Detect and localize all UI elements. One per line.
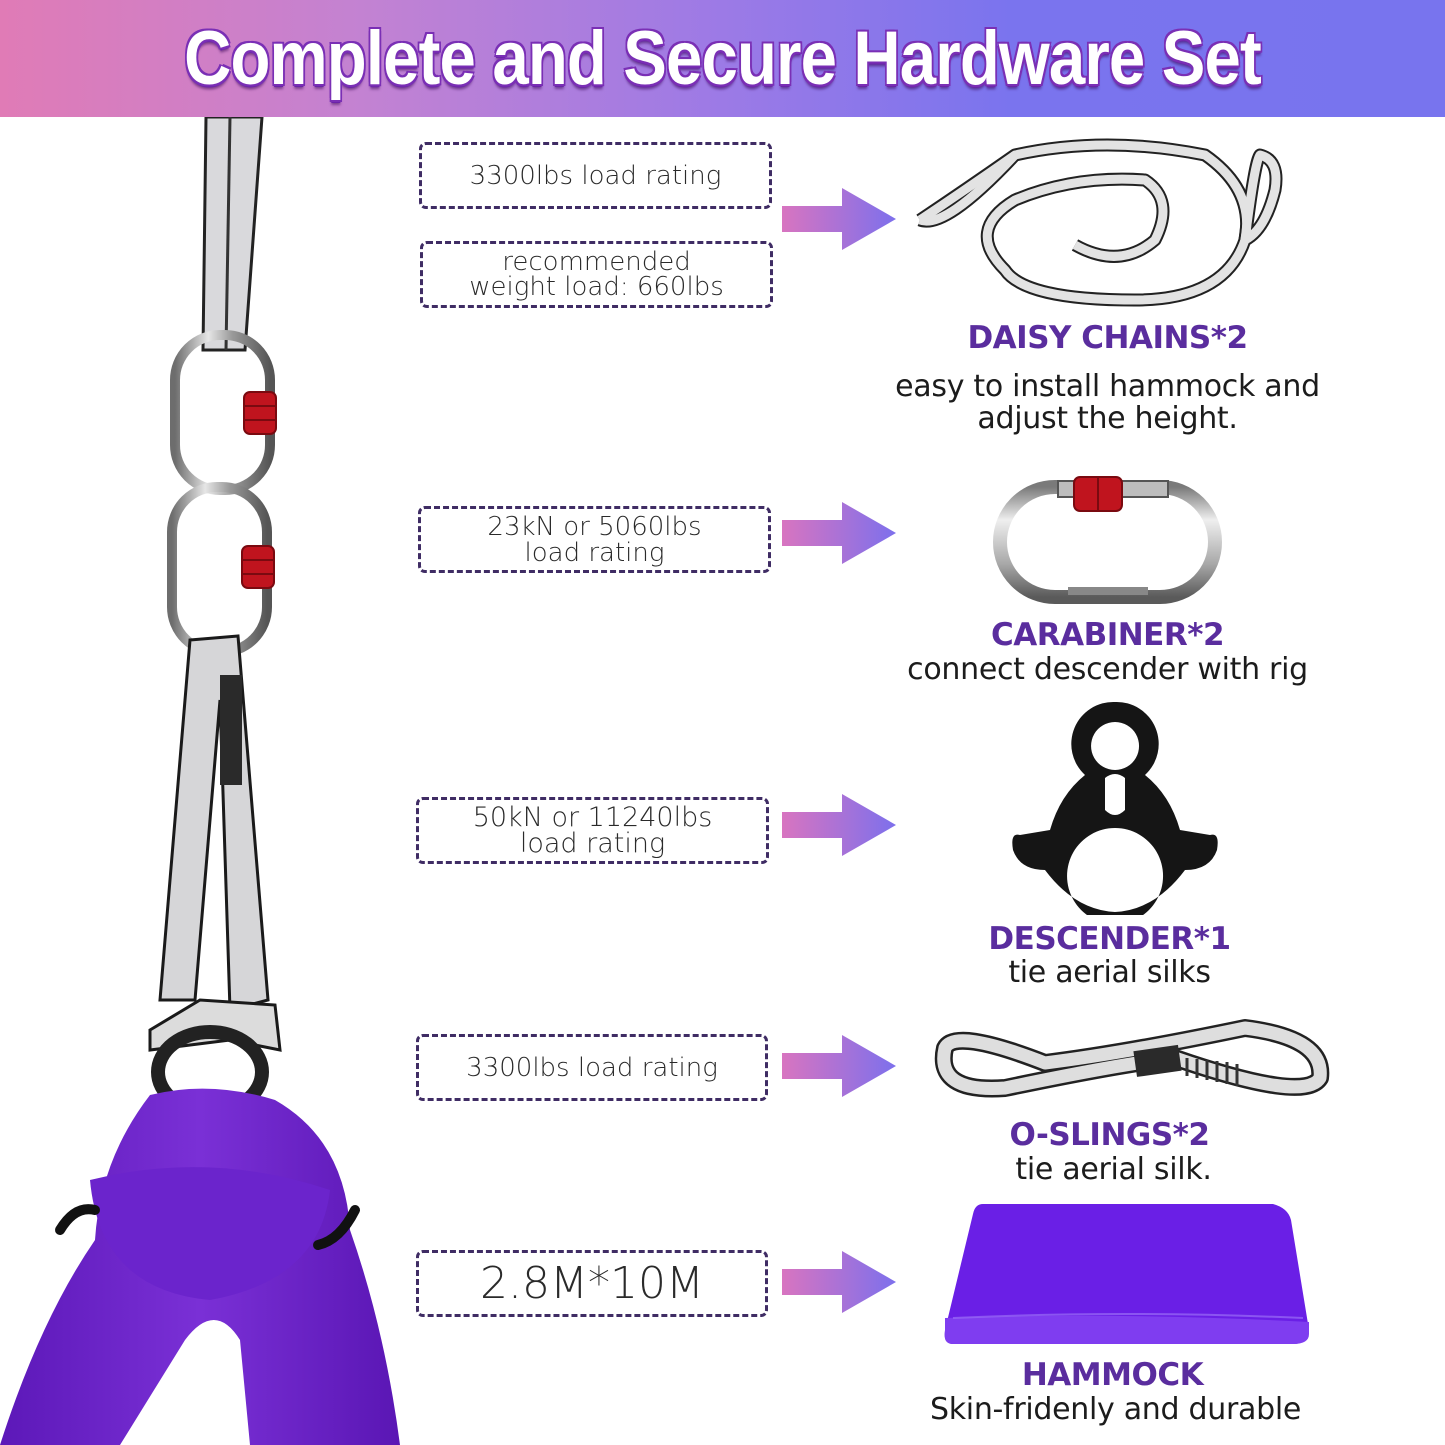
item-desc-descender: tie aerial silks (1008, 955, 1211, 990)
arrow-right-icon (782, 502, 896, 564)
item-title-daisy-chains: DAISY CHAINS*2 (967, 320, 1248, 356)
spec-text: load rating (524, 537, 665, 568)
spec-text: recommended (502, 246, 691, 277)
item-desc-o-slings: tie aerial silk. (1015, 1152, 1212, 1187)
spec-box-hammock-size: 2.8M*10M (416, 1250, 768, 1317)
item-desc-hammock: Skin-fridenly and durable (929, 1392, 1302, 1427)
daisy-chain-icon (916, 138, 1283, 307)
header-banner: Complete and Secure Hardware Set (0, 0, 1445, 117)
item-title-o-slings: O-SLINGS*2 (1009, 1117, 1210, 1153)
arrow-right-icon (782, 794, 896, 856)
carabiner-icon (993, 476, 1222, 604)
spec-box-descender: 50kN or 11240lbs load rating (416, 797, 769, 864)
arrow-right-icon (782, 1035, 896, 1097)
item-desc-daisy-chains: easy to install hammock and (895, 369, 1320, 404)
sling-strap (148, 634, 282, 1052)
item-title-carabiner: CARABINER*2 (990, 617, 1225, 653)
arrow-right-icon (782, 1251, 896, 1313)
assembled-rig-illustration (0, 117, 400, 1445)
spec-box-daisy-load: 3300lbs load rating (419, 142, 772, 209)
item-title-hammock: HAMMOCK (1021, 1357, 1204, 1393)
spec-text: 3300lbs load rating (469, 160, 722, 191)
spec-text: 2.8M*10M (480, 1257, 704, 1309)
spec-box-daisy-weight: recommended weight load: 660lbs (420, 241, 773, 308)
spec-text: load rating (519, 827, 666, 859)
spec-text: 23kN or 5060lbs (487, 511, 702, 542)
item-desc-carabiner: connect descender with rig (907, 652, 1308, 687)
aerial-silk-fabric (0, 1088, 400, 1445)
item-desc-daisy-chains: adjust the height. (977, 401, 1238, 436)
spec-box-oslings: 3300lbs load rating (416, 1034, 768, 1101)
carabiner-top (170, 330, 277, 495)
spec-box-carabiner: 23kN or 5060lbs load rating (418, 506, 771, 573)
page-title: Complete and Secure Hardware Set (184, 16, 1262, 101)
item-title-descender: DESCENDER*1 (988, 921, 1231, 957)
arrow-right-icon (782, 188, 896, 250)
carabiner-bottom (167, 482, 275, 657)
spec-text: 3300lbs load rating (466, 1052, 718, 1083)
spec-text: 50kN or 11240lbs (472, 801, 713, 833)
o-sling-icon (934, 1019, 1330, 1098)
top-strap (201, 117, 264, 352)
spec-text: weight load: 660lbs (469, 271, 724, 302)
descender-icon (1012, 701, 1218, 915)
hammock-fabric-icon (944, 1204, 1309, 1344)
